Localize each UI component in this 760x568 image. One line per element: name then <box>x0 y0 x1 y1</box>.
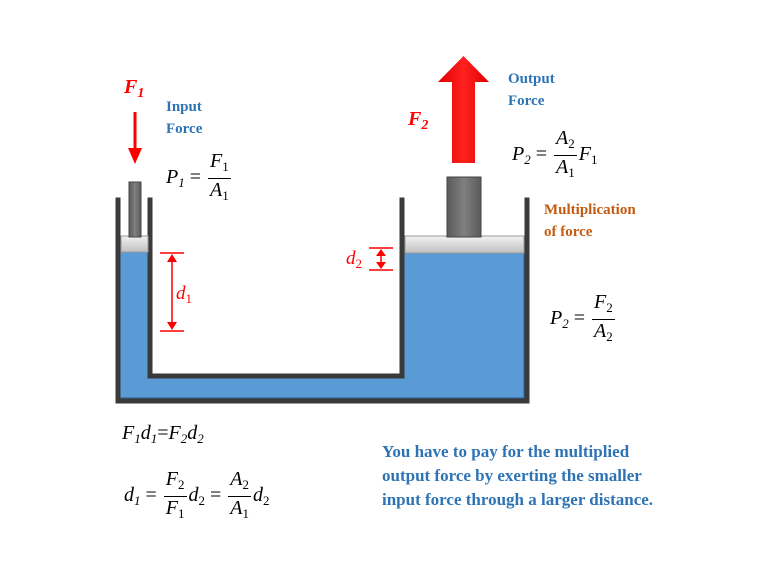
f2-label: F2 <box>408 108 429 133</box>
input-force-arrow <box>128 112 142 164</box>
work-equation: F1d1=F2d2 <box>122 422 204 446</box>
large-piston-rod <box>446 176 482 238</box>
small-piston-plate <box>120 235 149 253</box>
d1-label: d1 <box>176 283 192 306</box>
d1-dimension <box>160 252 184 332</box>
explanation-note: You have to pay for the multiplied outpu… <box>382 442 654 509</box>
output-force-arrow <box>438 56 489 163</box>
d2-label: d2 <box>346 248 362 271</box>
small-piston-rod <box>128 181 142 238</box>
d2-dimension <box>369 247 393 271</box>
container-walls <box>115 197 530 404</box>
f1-label: F1 <box>124 76 145 101</box>
large-piston-plate <box>404 235 525 254</box>
